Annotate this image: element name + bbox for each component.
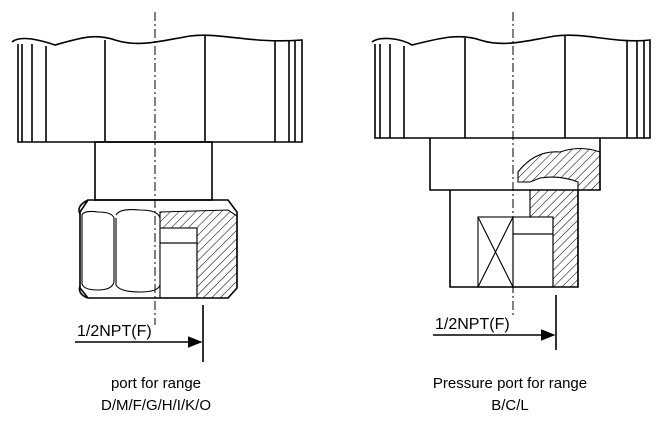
right-knob <box>371 34 651 139</box>
right-section-hatch <box>529 189 579 288</box>
right-thread-label: 1/2NPT(F) <box>435 316 510 333</box>
right-caption-line2: B/C/L <box>491 397 529 414</box>
left-caption-line1: port for range <box>111 375 201 392</box>
right-break-hatch <box>517 147 601 191</box>
left-knob <box>11 34 303 143</box>
right-lower-body <box>449 189 579 288</box>
left-section-hatch <box>159 209 238 299</box>
left-thread-label: 1/2NPT(F) <box>77 323 152 340</box>
left-neck <box>94 141 213 201</box>
left-port-figure: 1/2NPT(F) port for range D/M/F/G/H/I/K/O <box>11 12 303 414</box>
right-caption-line1: Pressure port for range <box>433 375 587 392</box>
left-caption-line2: D/M/F/G/H/I/K/O <box>101 397 211 414</box>
right-port-figure: 1/2NPT(F) Pressure port for range B/C/L <box>371 12 651 414</box>
